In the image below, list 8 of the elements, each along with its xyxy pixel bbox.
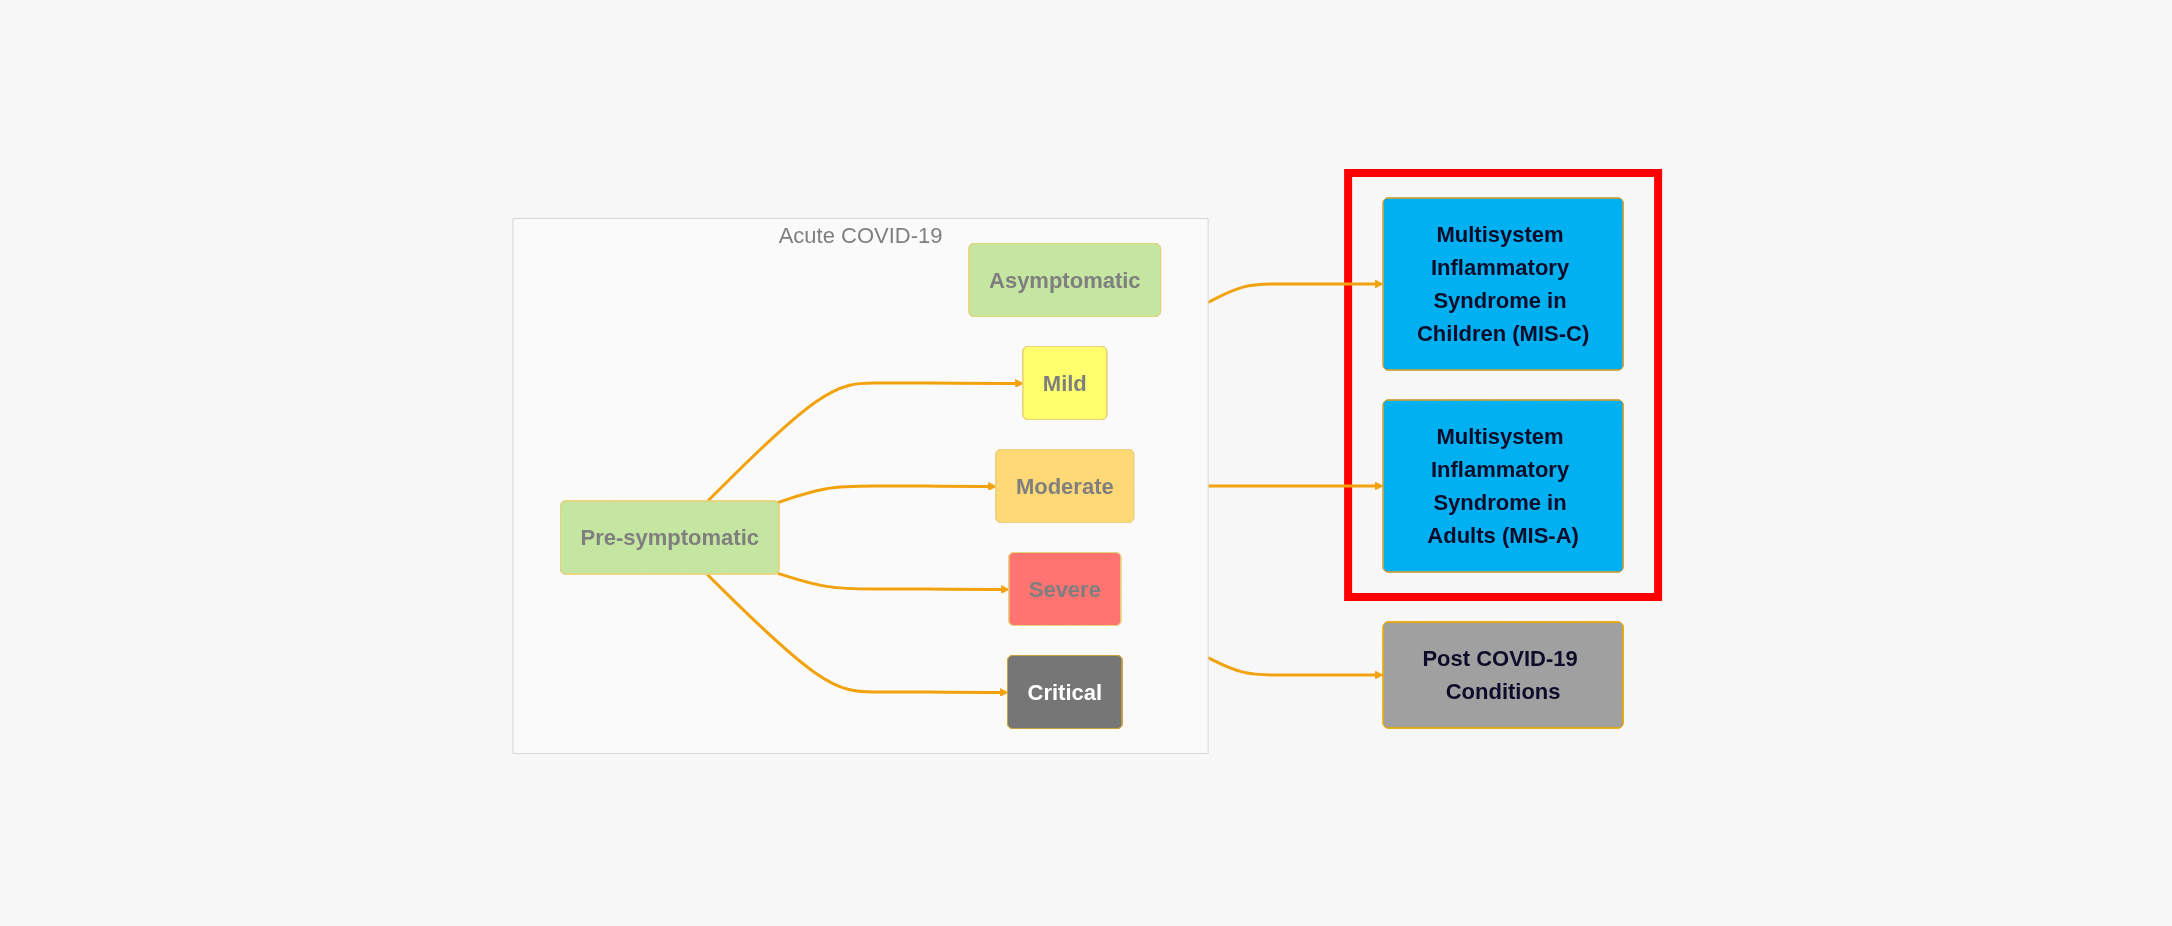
cluster [1344, 168, 1663, 601]
arrow [1208, 481, 1384, 491]
arrow [706, 378, 1025, 503]
arrow [777, 571, 1011, 594]
arrow [1207, 279, 1384, 304]
arrow [777, 481, 998, 504]
arrow [706, 573, 1009, 697]
arrow [1207, 656, 1384, 680]
